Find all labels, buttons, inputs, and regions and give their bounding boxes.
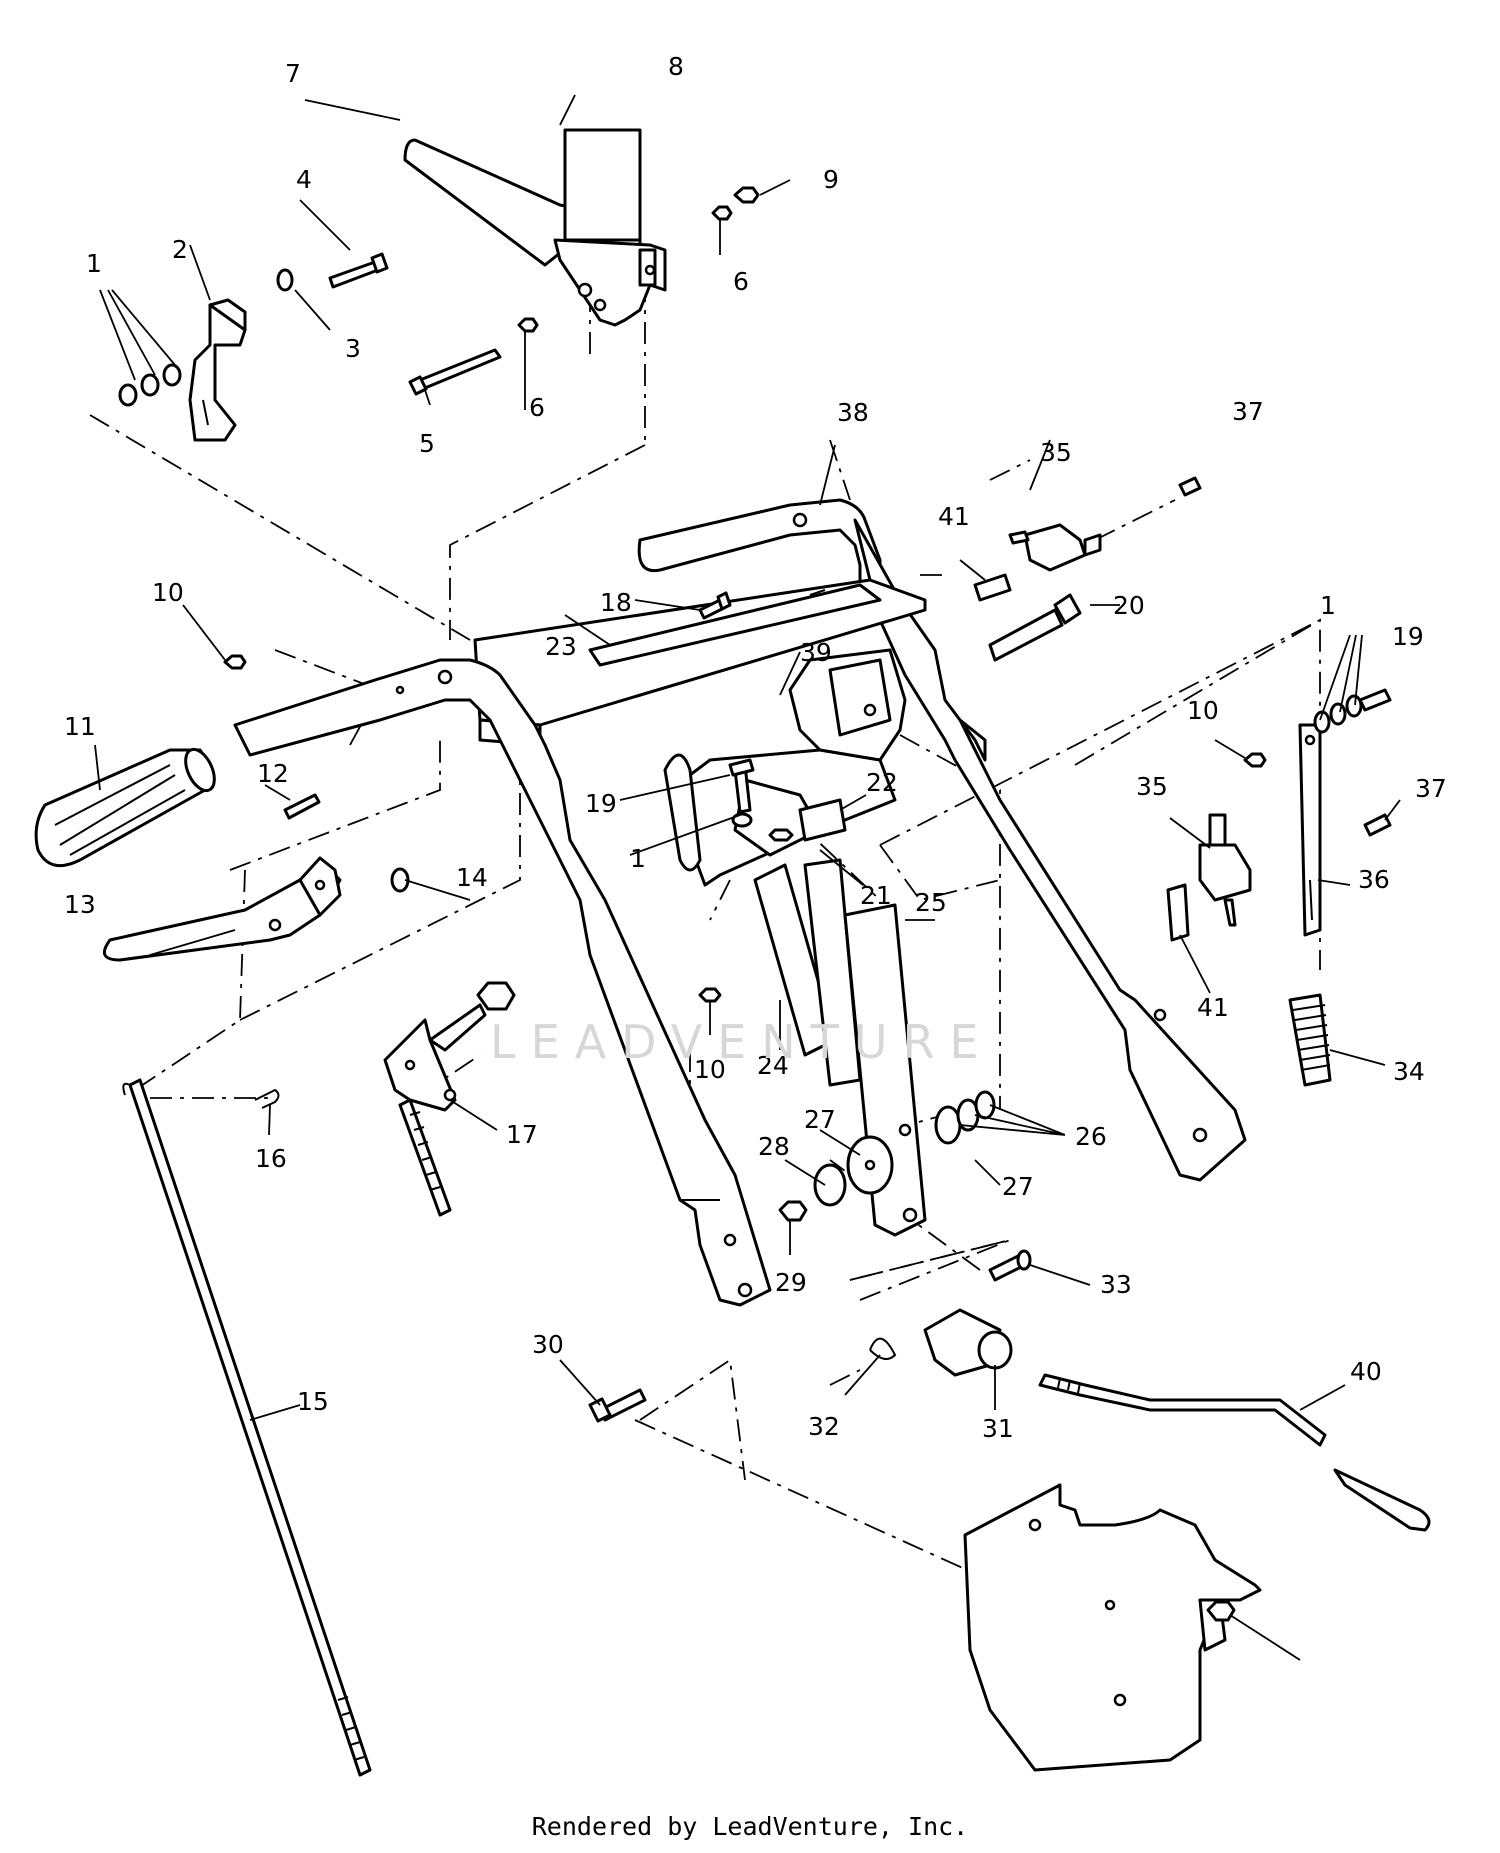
control-rod	[122, 1078, 372, 1777]
callout-26: 26	[1075, 1122, 1107, 1151]
bolt-and-washer	[276, 252, 389, 292]
callout-36: 36	[1358, 865, 1390, 894]
footer-credit: Rendered by LeadVenture, Inc.	[531, 1812, 969, 1841]
pin-and-nut-left	[223, 654, 321, 820]
long-bolt	[408, 348, 502, 396]
callout-30: 30	[532, 1330, 564, 1359]
callout-6: 6	[529, 393, 545, 422]
callout-37: 37	[1415, 774, 1447, 803]
callout-10: 10	[694, 1055, 726, 1084]
callout-5: 5	[419, 429, 435, 458]
callout-13: 13	[64, 890, 96, 919]
callout-2: 2	[172, 235, 188, 264]
latch	[188, 298, 247, 442]
callout-1: 1	[630, 844, 646, 873]
callout-40: 40	[1350, 1357, 1382, 1386]
nut-parts-upper	[517, 186, 760, 333]
lower-bracket-plate	[963, 1483, 1262, 1772]
watermark: LEADVENTURE	[490, 1015, 994, 1069]
switch-upper	[973, 476, 1202, 602]
callout-9: 9	[823, 165, 839, 194]
callout-21: 21	[860, 881, 892, 910]
left-handle	[233, 658, 772, 1307]
callout-28: 28	[758, 1132, 790, 1161]
threaded-rod	[1038, 1373, 1431, 1532]
callout-11: 11	[64, 712, 96, 741]
callout-37: 37	[1232, 397, 1264, 426]
callout-3: 3	[345, 334, 361, 363]
callout-34: 34	[1393, 1057, 1425, 1086]
right-switch-assembly	[1166, 688, 1392, 1087]
callout-24: 24	[757, 1051, 789, 1080]
long-bolt-right	[988, 593, 1082, 662]
callout-31: 31	[982, 1414, 1014, 1443]
grip	[34, 747, 216, 868]
clevis-assembly	[588, 1249, 1032, 1423]
callout-10: 10	[1187, 696, 1219, 725]
callout-27: 27	[804, 1105, 836, 1134]
callout-labels: 7 8 9 4 2 1 3 6 6 5 38 35 37 41 18 20 1 …	[64, 52, 1447, 1443]
callout-8: 8	[668, 52, 684, 81]
callout-41: 41	[938, 502, 970, 531]
knob-bracket	[383, 981, 516, 1217]
alignment-lines	[89, 280, 1321, 1631]
callout-39: 39	[800, 638, 832, 667]
callout-7: 7	[285, 59, 301, 88]
callout-1: 1	[1320, 591, 1336, 620]
callout-19: 19	[585, 789, 617, 818]
callout-27: 27	[1002, 1172, 1034, 1201]
central-bracket	[668, 648, 907, 887]
main-handle	[637, 498, 1247, 1182]
hairpin	[254, 1088, 280, 1109]
callout-20: 20	[1113, 591, 1145, 620]
callout-22: 22	[866, 768, 898, 797]
callout-32: 32	[808, 1412, 840, 1441]
callout-16: 16	[255, 1144, 287, 1173]
callout-15: 15	[297, 1387, 329, 1416]
linkage-plates	[698, 858, 927, 1237]
callout-19: 19	[1392, 622, 1424, 651]
callout-29: 29	[775, 1268, 807, 1297]
callout-1: 1	[86, 249, 102, 278]
callout-6: 6	[733, 267, 749, 296]
callout-14: 14	[456, 863, 488, 892]
callout-17: 17	[506, 1120, 538, 1149]
lever	[102, 856, 410, 962]
callout-25: 25	[915, 888, 947, 917]
callout-23: 23	[545, 632, 577, 661]
callout-41: 41	[1197, 993, 1229, 1022]
callout-35: 35	[1136, 772, 1168, 801]
callout-18: 18	[600, 588, 632, 617]
leader-lines	[94, 94, 1401, 1661]
callout-12: 12	[257, 759, 289, 788]
callout-10: 10	[152, 578, 184, 607]
callout-33: 33	[1100, 1270, 1132, 1299]
callout-35: 35	[1040, 438, 1072, 467]
upper-handle-bracket	[403, 128, 667, 327]
callout-38: 38	[837, 398, 869, 427]
washer-stack-upper	[118, 363, 182, 407]
callout-4: 4	[296, 165, 312, 194]
